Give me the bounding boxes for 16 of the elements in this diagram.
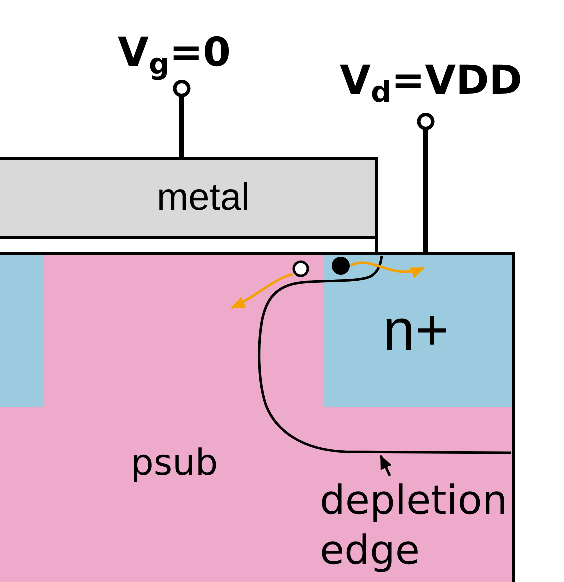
doped-region [323,255,512,407]
metal-layer: metal [0,157,378,239]
hole-icon [292,260,310,278]
doped-region [0,255,43,407]
region-label: psub [131,442,218,486]
motion-arrow [231,273,294,310]
voltage-label: V$_{d}$=VDD [340,58,530,113]
callout-label: depletion edge [320,476,512,576]
electron-icon [331,256,351,276]
motion-arrow [350,262,425,278]
voltage-label: V$_{g}$=0 [118,30,246,80]
terminal-wire [417,113,435,255]
leader-arrow [380,455,392,477]
terminal-wire [173,80,191,157]
region-label: n+ [383,302,450,360]
substrate-region [0,252,515,582]
